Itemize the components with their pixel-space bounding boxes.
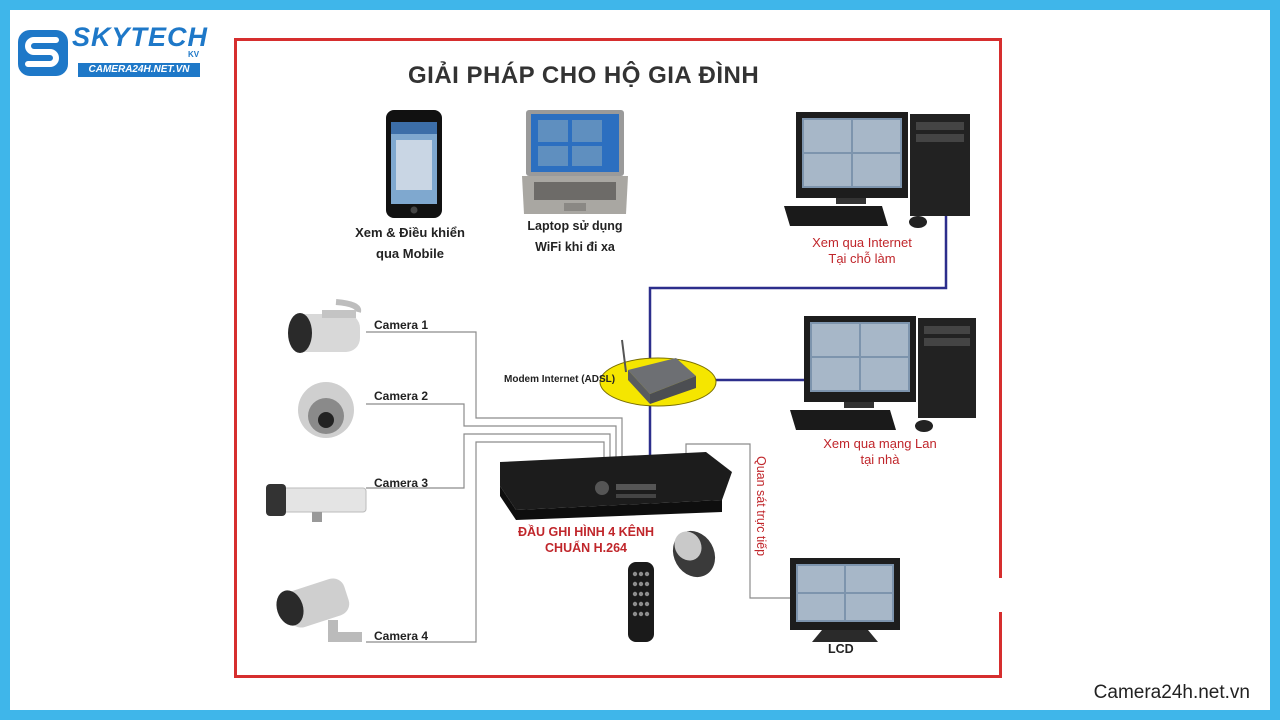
cable-camera-4 (366, 441, 605, 643)
camera-1-icon (288, 299, 362, 353)
modem-icon (599, 339, 717, 407)
cable-camera-2 (366, 403, 617, 460)
dvr-label-line-2: CHUẨN H.264 (545, 541, 627, 555)
camera-4-label: Camera 4 (374, 629, 429, 643)
mobile-label: Xem & Điều khiển qua Mobile (344, 222, 476, 264)
lcd-label: LCD (828, 642, 854, 656)
mobile-phone-icon (386, 110, 442, 218)
cable-lcd (685, 443, 798, 599)
mobile-label-line-2: qua Mobile (376, 246, 444, 261)
laptop-label-line-1: Laptop sử dụng (527, 219, 623, 233)
pc-internet-icon (784, 112, 970, 228)
diagram-canvas: SKYTECH KV CAMERA24H.NET.VN GIẢI PHÁP CH… (10, 10, 1270, 710)
dvr-label-line-1: ĐẦU GHI HÌNH 4 KÊNH (517, 525, 655, 539)
logo-s-icon (18, 30, 68, 76)
footer-site-text: Camera24h.net.vn (1093, 682, 1250, 703)
pc-lan-label-line-2: tại nhà (860, 452, 900, 467)
pc-internet-label-line-1: Xem qua Internet (812, 235, 912, 250)
camera-3-icon (266, 484, 367, 522)
pc-internet-label: Xem qua Internet Tại chỗ làm (792, 235, 932, 267)
laptop-label-line-2: WiFi khi đi xa (535, 240, 615, 254)
mouse-icon (672, 530, 716, 578)
camera-2-icon (298, 382, 354, 438)
logo-kv-text: KV (188, 50, 200, 59)
frame-gap (996, 578, 1008, 612)
cable-camera-1 (366, 331, 623, 460)
live-view-label: Quan sát trực tiếp (754, 456, 768, 557)
logo-sub-text: CAMERA24H.NET.VN (78, 63, 200, 77)
modem-label: Modem Internet (ADSL) (504, 374, 616, 385)
diagram-graphics (266, 110, 976, 643)
camera-3-label: Camera 3 (374, 476, 429, 490)
cable-camera-3 (366, 433, 611, 489)
laptop-label: Laptop sử dụng WiFi khi đi xa (515, 216, 635, 258)
mobile-label-line-1: Xem & Điều khiển (355, 225, 465, 240)
laptop-icon (522, 110, 628, 214)
camera-cables (366, 331, 798, 643)
lcd-icon (790, 558, 900, 642)
remote-icon (628, 562, 654, 642)
pc-lan-label: Xem qua mạng Lan tại nhà (800, 436, 960, 468)
internet-line (648, 208, 948, 358)
dvr-icon (500, 452, 732, 520)
diagram-title: GIẢI PHÁP CHO HỘ GIA ĐÌNH (408, 62, 760, 89)
camera-2-label: Camera 2 (374, 389, 429, 403)
diagram-frame (234, 38, 1002, 678)
logo-main-text: SKYTECH (72, 22, 209, 52)
pc-internet-label-line-2: Tại chỗ làm (828, 251, 896, 266)
camera-4-icon (276, 578, 362, 642)
camera-1-label: Camera 1 (374, 318, 429, 332)
dvr-label: ĐẦU GHI HÌNH 4 KÊNH CHUẨN H.264 (506, 524, 666, 556)
pc-lan-icon (790, 316, 976, 432)
pc-lan-label-line-1: Xem qua mạng Lan (823, 436, 937, 451)
